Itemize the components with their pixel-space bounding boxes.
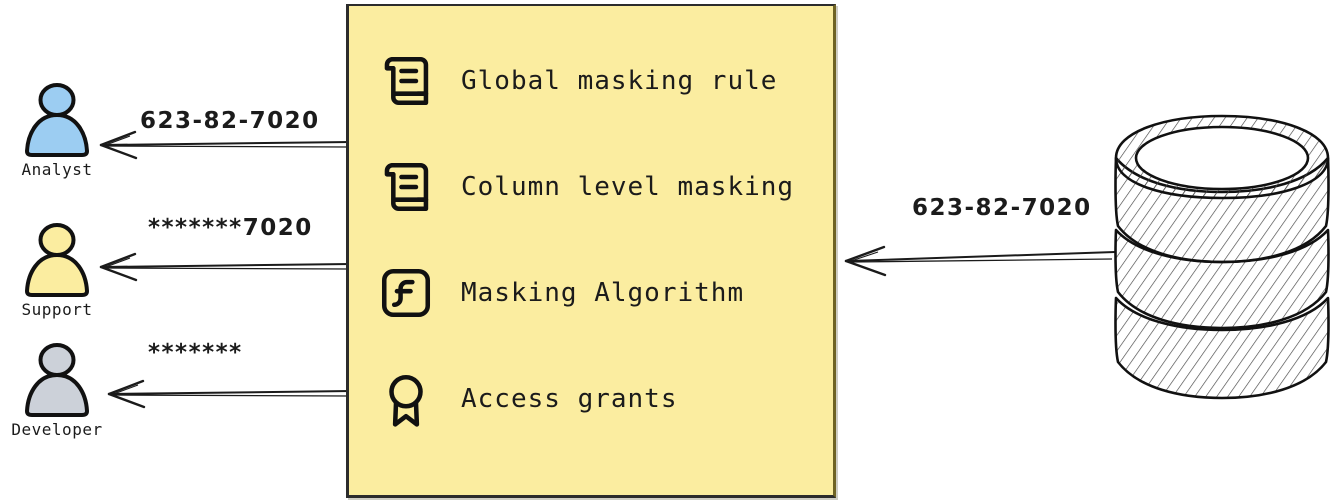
scroll-icon xyxy=(384,162,429,212)
flow-label-support: *******7020 xyxy=(148,215,313,241)
actor-caption: Developer xyxy=(11,420,103,439)
policy-item-label: Masking Algorithm xyxy=(461,278,745,308)
policy-item-label: Global masking rule xyxy=(461,66,778,96)
function-box-icon xyxy=(381,268,431,318)
policy-item-label: Access grants xyxy=(461,384,678,414)
actor-developer[interactable]: Developer xyxy=(2,338,112,439)
person-icon xyxy=(25,83,89,157)
flow-label-analyst: 623-82-7020 xyxy=(140,108,320,134)
scroll-icon xyxy=(384,56,429,106)
flow-label-source: 623-82-7020 xyxy=(912,195,1092,221)
actor-support[interactable]: Support xyxy=(2,218,112,319)
award-ribbon-icon xyxy=(389,374,423,427)
arrow-left-icon-source xyxy=(844,245,1116,277)
policy-item-masking-algorithm[interactable]: Masking Algorithm xyxy=(377,262,823,324)
actor-caption: Analyst xyxy=(21,160,93,179)
actor-analyst[interactable]: Analyst xyxy=(2,78,112,179)
arrow-left-icon-support xyxy=(99,252,352,282)
person-icon xyxy=(25,223,89,297)
arrow-left-icon-developer xyxy=(107,379,352,409)
database-cylinder-icon[interactable] xyxy=(1108,112,1336,402)
person-icon xyxy=(25,343,89,417)
policy-item-column-level-masking[interactable]: Column level masking xyxy=(377,156,823,218)
policy-card: Global masking rule Column level masking xyxy=(346,4,836,498)
policy-item-label: Column level masking xyxy=(461,172,795,202)
policy-item-access-grants[interactable]: Access grants xyxy=(377,368,823,430)
policy-item-global-masking-rule[interactable]: Global masking rule xyxy=(377,50,823,112)
policy-item-list: Global masking rule Column level masking xyxy=(377,50,823,430)
flow-label-developer: ******* xyxy=(148,340,243,366)
actor-caption: Support xyxy=(21,300,93,319)
